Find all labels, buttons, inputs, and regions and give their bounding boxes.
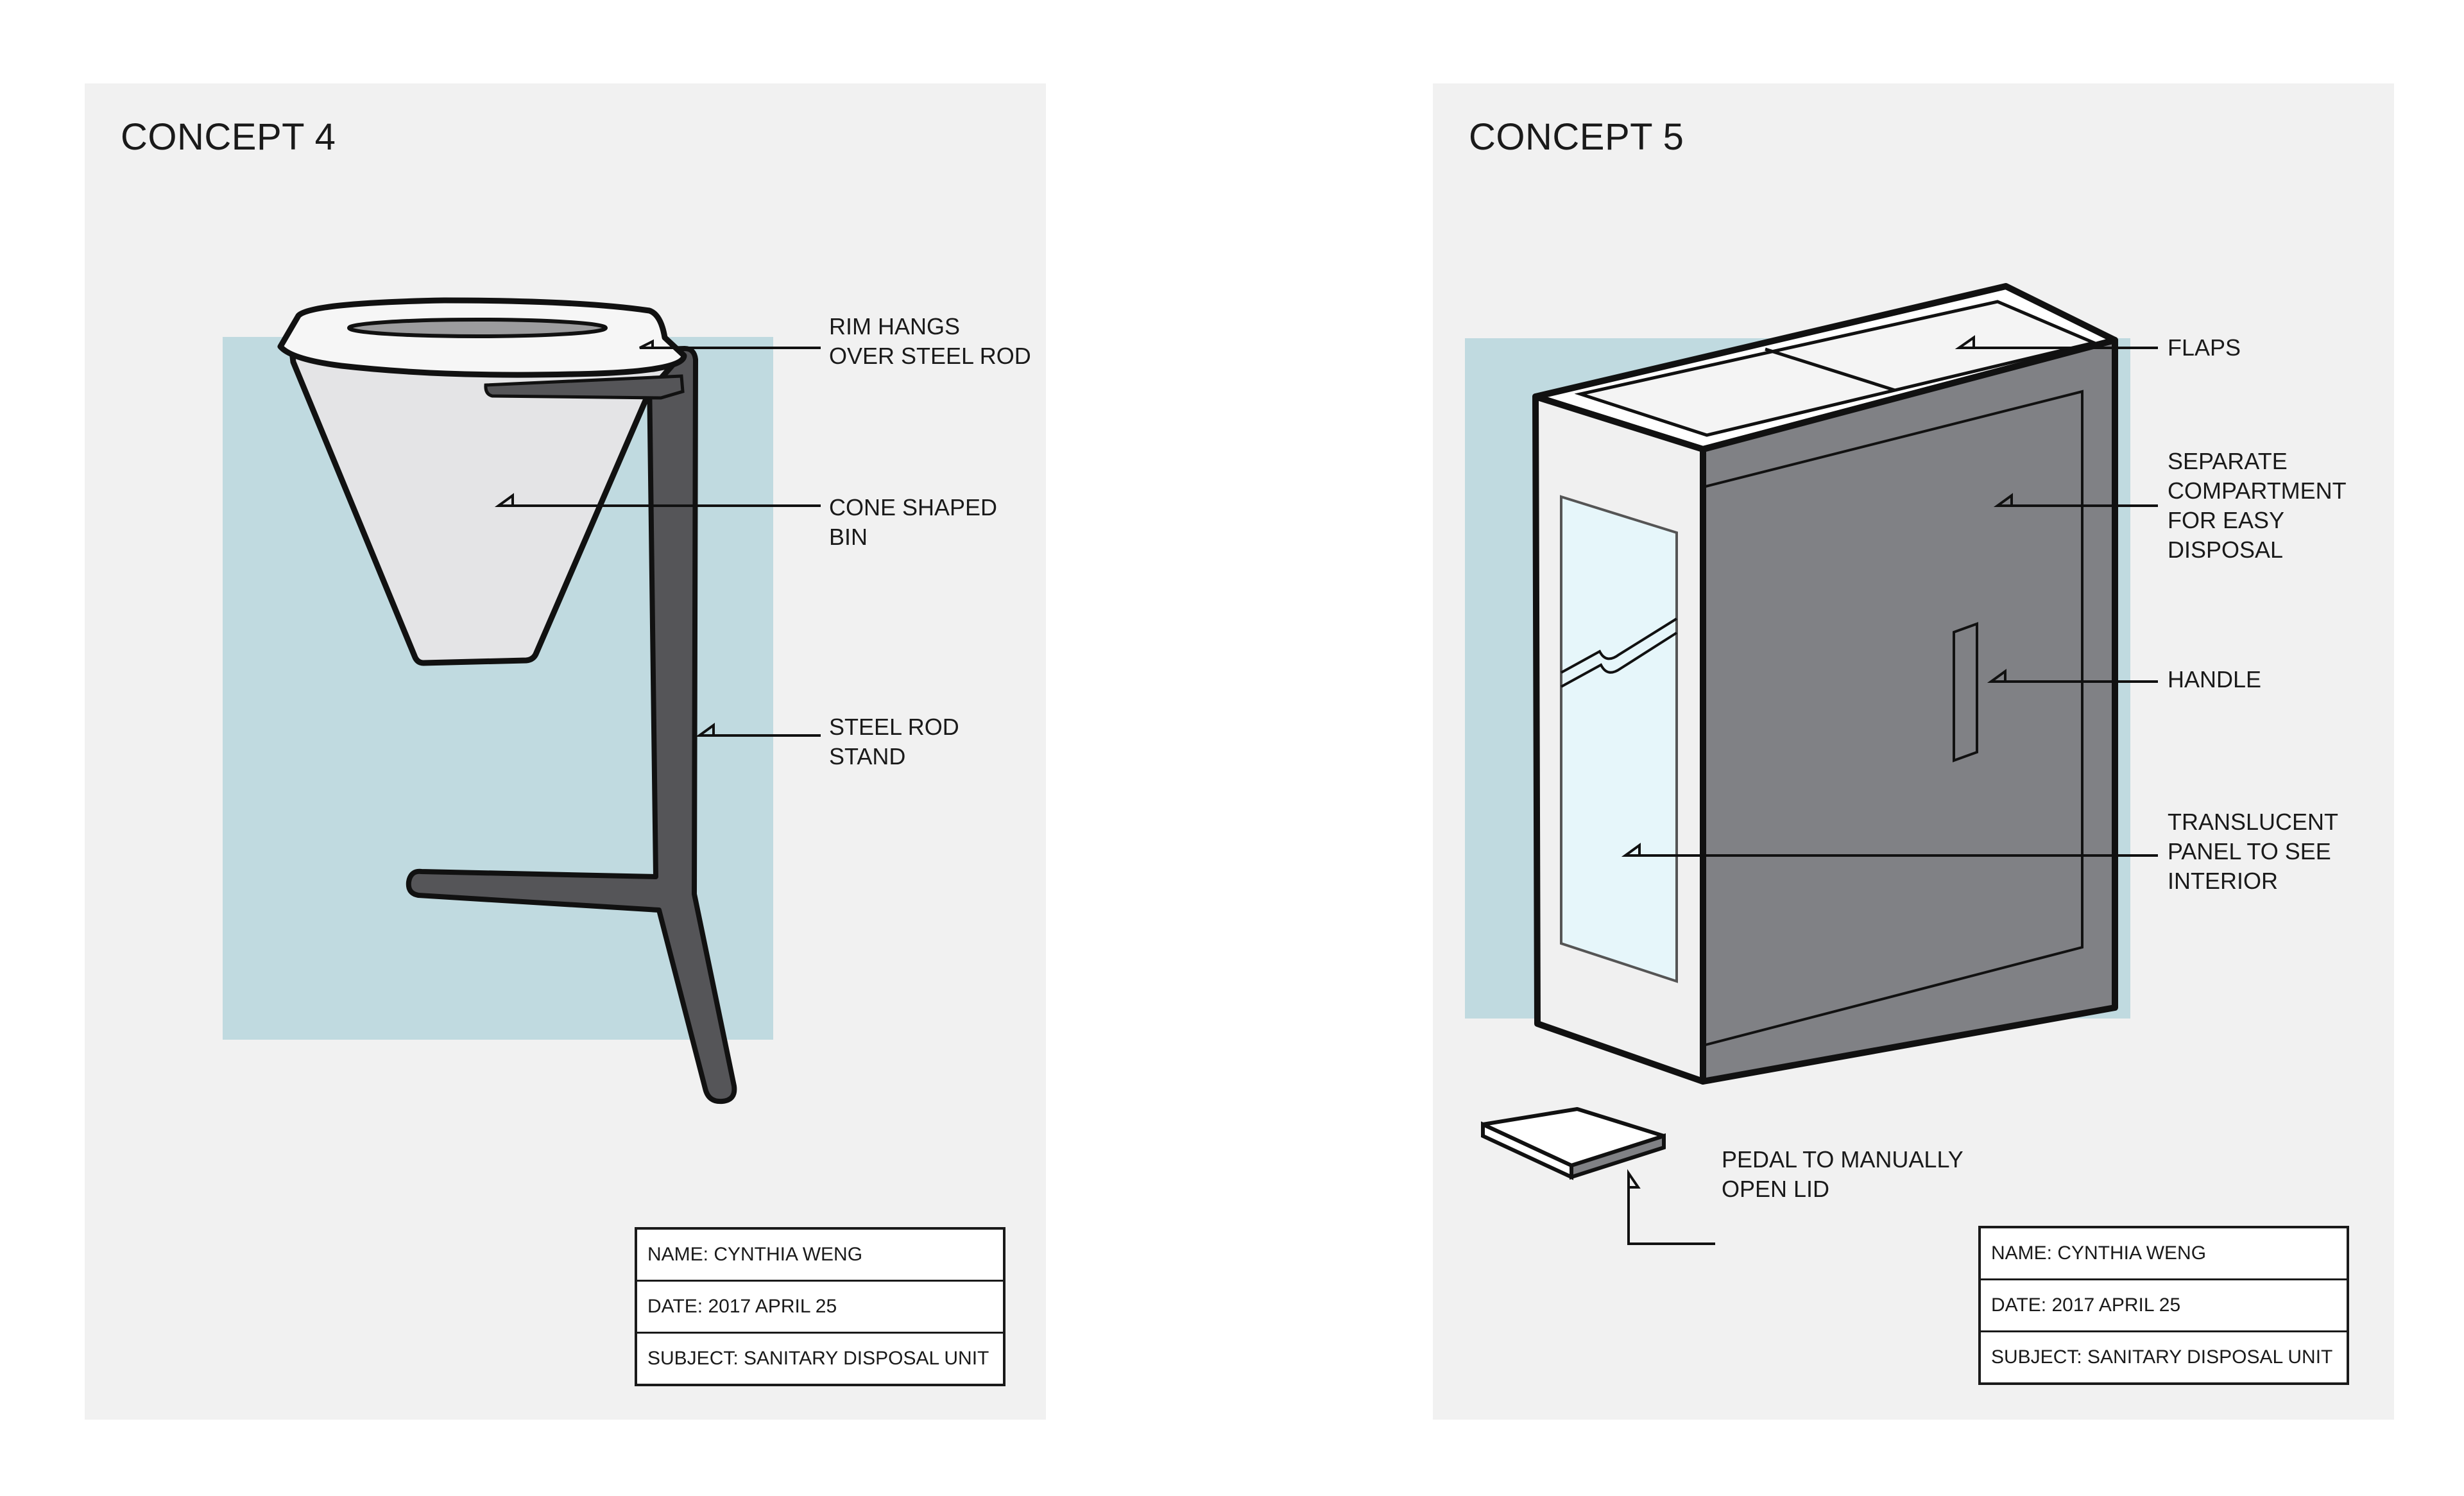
callout-pedal-text: PEDAL TO MANUALLY OPEN LID bbox=[1722, 1146, 1964, 1202]
panel-crack-lower bbox=[1561, 632, 1678, 688]
handle bbox=[1953, 622, 1978, 762]
callout-rim-text: RIM HANGS OVER STEEL ROD bbox=[829, 313, 1031, 369]
concept-5-title: CONCEPT 5 bbox=[1469, 116, 1684, 158]
title-block-name: NAME: CYNTHIA WENG bbox=[1981, 1228, 2347, 1280]
pedal-front bbox=[1570, 1133, 1666, 1180]
panel-crack bbox=[1561, 617, 1678, 674]
concept-4-drawing bbox=[223, 297, 821, 1105]
concept-5-sheet: CONCEPT 5 bbox=[1433, 83, 2394, 1420]
title-block-subject: SUBJECT: SANITARY DISPOSAL UNIT bbox=[1991, 1346, 2333, 1368]
concept-4-leaders bbox=[494, 339, 821, 737]
concept-5-drawing bbox=[1465, 283, 2158, 1245]
callout-compartment-text: SEPARATE COMPARTMENT FOR EASY DISPOSAL bbox=[2168, 448, 2347, 563]
steel-rod-stand bbox=[406, 346, 737, 1105]
title-block-name: NAME: CYNTHIA WENG bbox=[637, 1230, 1003, 1282]
callout-translucent-panel-text: TRANSLUCENT PANEL TO SEE INTERIOR bbox=[2168, 809, 2339, 894]
callout-flaps-text: FLAPS bbox=[2168, 334, 2241, 361]
callout-flaps: FLAPS bbox=[2168, 333, 2241, 363]
title-block-subject: SUBJECT: SANITARY DISPOSAL UNIT bbox=[647, 1348, 989, 1369]
bin-right-face bbox=[1700, 337, 2118, 1085]
flap-divider bbox=[1765, 347, 1895, 392]
concept-4-title: CONCEPT 4 bbox=[121, 116, 336, 158]
translucent-panel bbox=[1560, 495, 1678, 983]
title-block-date: DATE: 2017 APRIL 25 bbox=[637, 1282, 1003, 1334]
callout-rim: RIM HANGS OVER STEEL ROD bbox=[829, 312, 1031, 371]
callout-pedal: PEDAL TO MANUALLY OPEN LID bbox=[1722, 1145, 1964, 1204]
callout-steel-rod: STEEL ROD STAND bbox=[829, 712, 959, 771]
concept-5-title-block: NAME: CYNTHIA WENG DATE: 2017 APRIL 25 S… bbox=[1978, 1226, 2349, 1385]
callout-handle-text: HANDLE bbox=[2168, 666, 2262, 692]
concept-4-sheet: CONCEPT 4 RIM HANGS OVER STEEL ROD CONE … bbox=[85, 83, 1046, 1420]
callout-steel-rod-text: STEEL ROD STAND bbox=[829, 714, 959, 769]
rim-underside bbox=[484, 374, 685, 400]
compartment-outline bbox=[1705, 390, 2083, 1046]
callout-cone-bin: CONE SHAPED BIN bbox=[829, 493, 997, 552]
callout-translucent-panel: TRANSLUCENT PANEL TO SEE INTERIOR bbox=[2168, 807, 2338, 896]
title-block-date: DATE: 2017 APRIL 25 bbox=[1981, 1280, 2347, 1332]
callout-compartment: SEPARATE COMPARTMENT FOR EASY DISPOSAL bbox=[2168, 447, 2347, 565]
concept-4-title-block: NAME: CYNTHIA WENG DATE: 2017 APRIL 25 S… bbox=[635, 1227, 1005, 1386]
cone-bin bbox=[289, 348, 685, 666]
concept-5-leaders bbox=[1621, 335, 2158, 1245]
callout-handle: HANDLE bbox=[2168, 665, 2261, 694]
callout-cone-bin-text: CONE SHAPED BIN bbox=[829, 494, 998, 550]
bin-opening bbox=[347, 318, 608, 338]
